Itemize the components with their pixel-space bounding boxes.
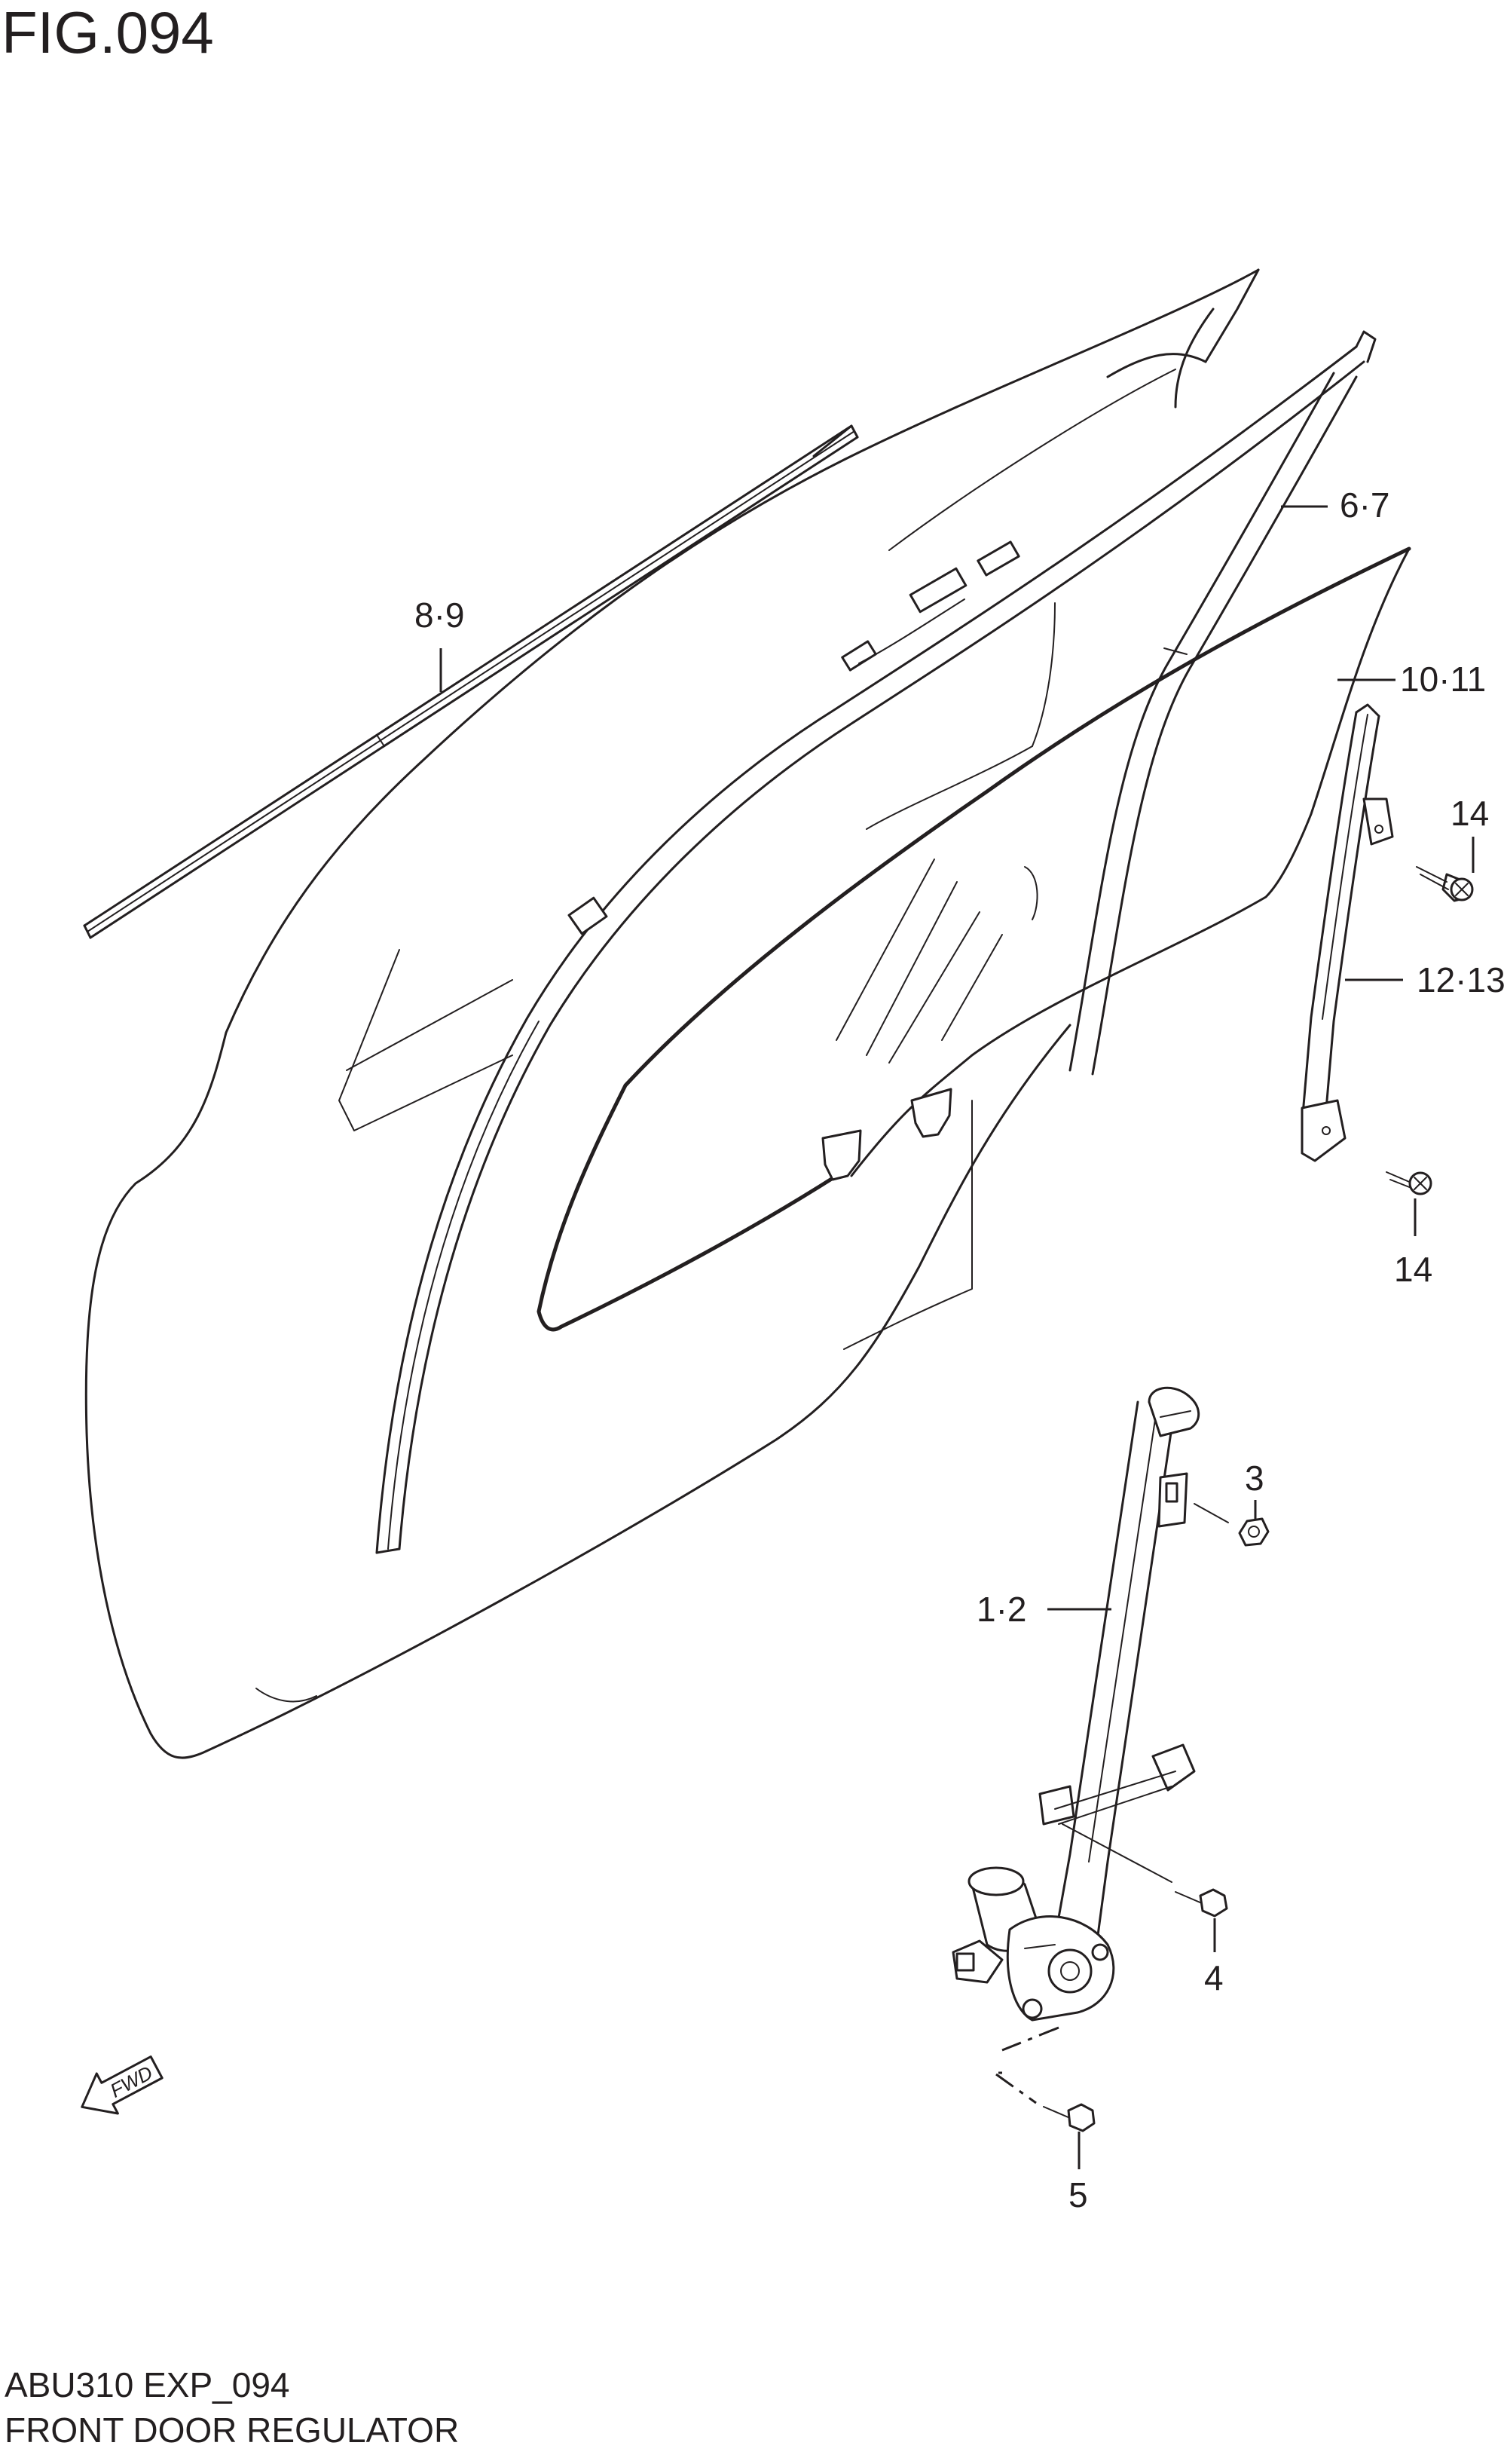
front-door-glass [536, 546, 1411, 1332]
screw-14-lower [1386, 1171, 1432, 1195]
figure-title: FIG.094 [2, 0, 214, 66]
callout-10-11: 10·11 [1400, 660, 1486, 699]
callout-3: 3 [1245, 1459, 1264, 1498]
rear-glass-run-channel [1301, 703, 1394, 1162]
callout-4: 4 [1204, 1958, 1224, 1997]
fwd-direction-arrow: FWD [81, 2055, 164, 2115]
door-sash-frame [375, 330, 1377, 1554]
model-code: ABU310 EXP_094 [5, 2365, 290, 2404]
outer-weatherstrip [83, 424, 859, 939]
front-door-panel [84, 268, 1260, 1759]
callout-6-7: 6·7 [1340, 485, 1389, 525]
bolt-4 [1062, 1823, 1228, 1918]
figure-name: FRONT DOOR REGULATOR [5, 2410, 460, 2450]
callout-1-2: 1·2 [977, 1590, 1026, 1629]
callout-8-9: 8·9 [414, 595, 464, 635]
screw-14-upper [1416, 866, 1474, 902]
window-regulator-assembly [952, 1386, 1200, 2022]
callout-14-lower: 14 [1394, 1250, 1432, 1289]
bolt-5 [995, 2026, 1096, 2132]
callout-14-upper: 14 [1451, 794, 1489, 833]
nut-3 [1194, 1503, 1270, 1547]
leader-lines [439, 505, 1475, 2169]
callout-5: 5 [1068, 2175, 1088, 2215]
callout-12-13: 12·13 [1417, 960, 1504, 999]
